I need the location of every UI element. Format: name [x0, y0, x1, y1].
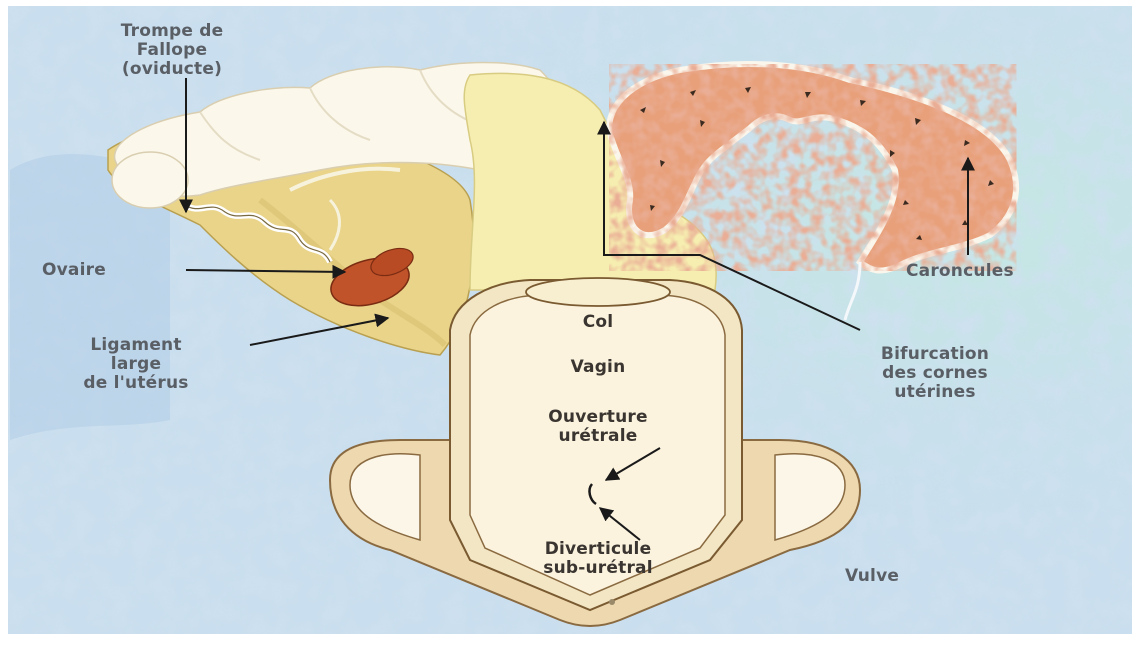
label-caroncules: Caroncules: [906, 262, 1014, 281]
oviduct-end: [112, 152, 188, 208]
label-diverticule-sub-uretral: Diverticule sub-urétral: [498, 540, 698, 578]
cervix: [526, 278, 670, 306]
label-ligament-large: Ligament large de l'utérus: [26, 336, 246, 393]
label-bifurcation-cornes-uterines: Bifurcation des cornes utérines: [820, 345, 1050, 402]
label-trompe-de-fallope: Trompe de Fallope (oviducte): [52, 22, 292, 79]
label-ovaire: Ovaire: [42, 261, 106, 280]
label-ouverture-uretrale: Ouverture urétrale: [498, 408, 698, 446]
label-vulve: Vulve: [845, 567, 899, 586]
label-col: Col: [548, 313, 648, 332]
label-vagin: Vagin: [548, 358, 648, 377]
